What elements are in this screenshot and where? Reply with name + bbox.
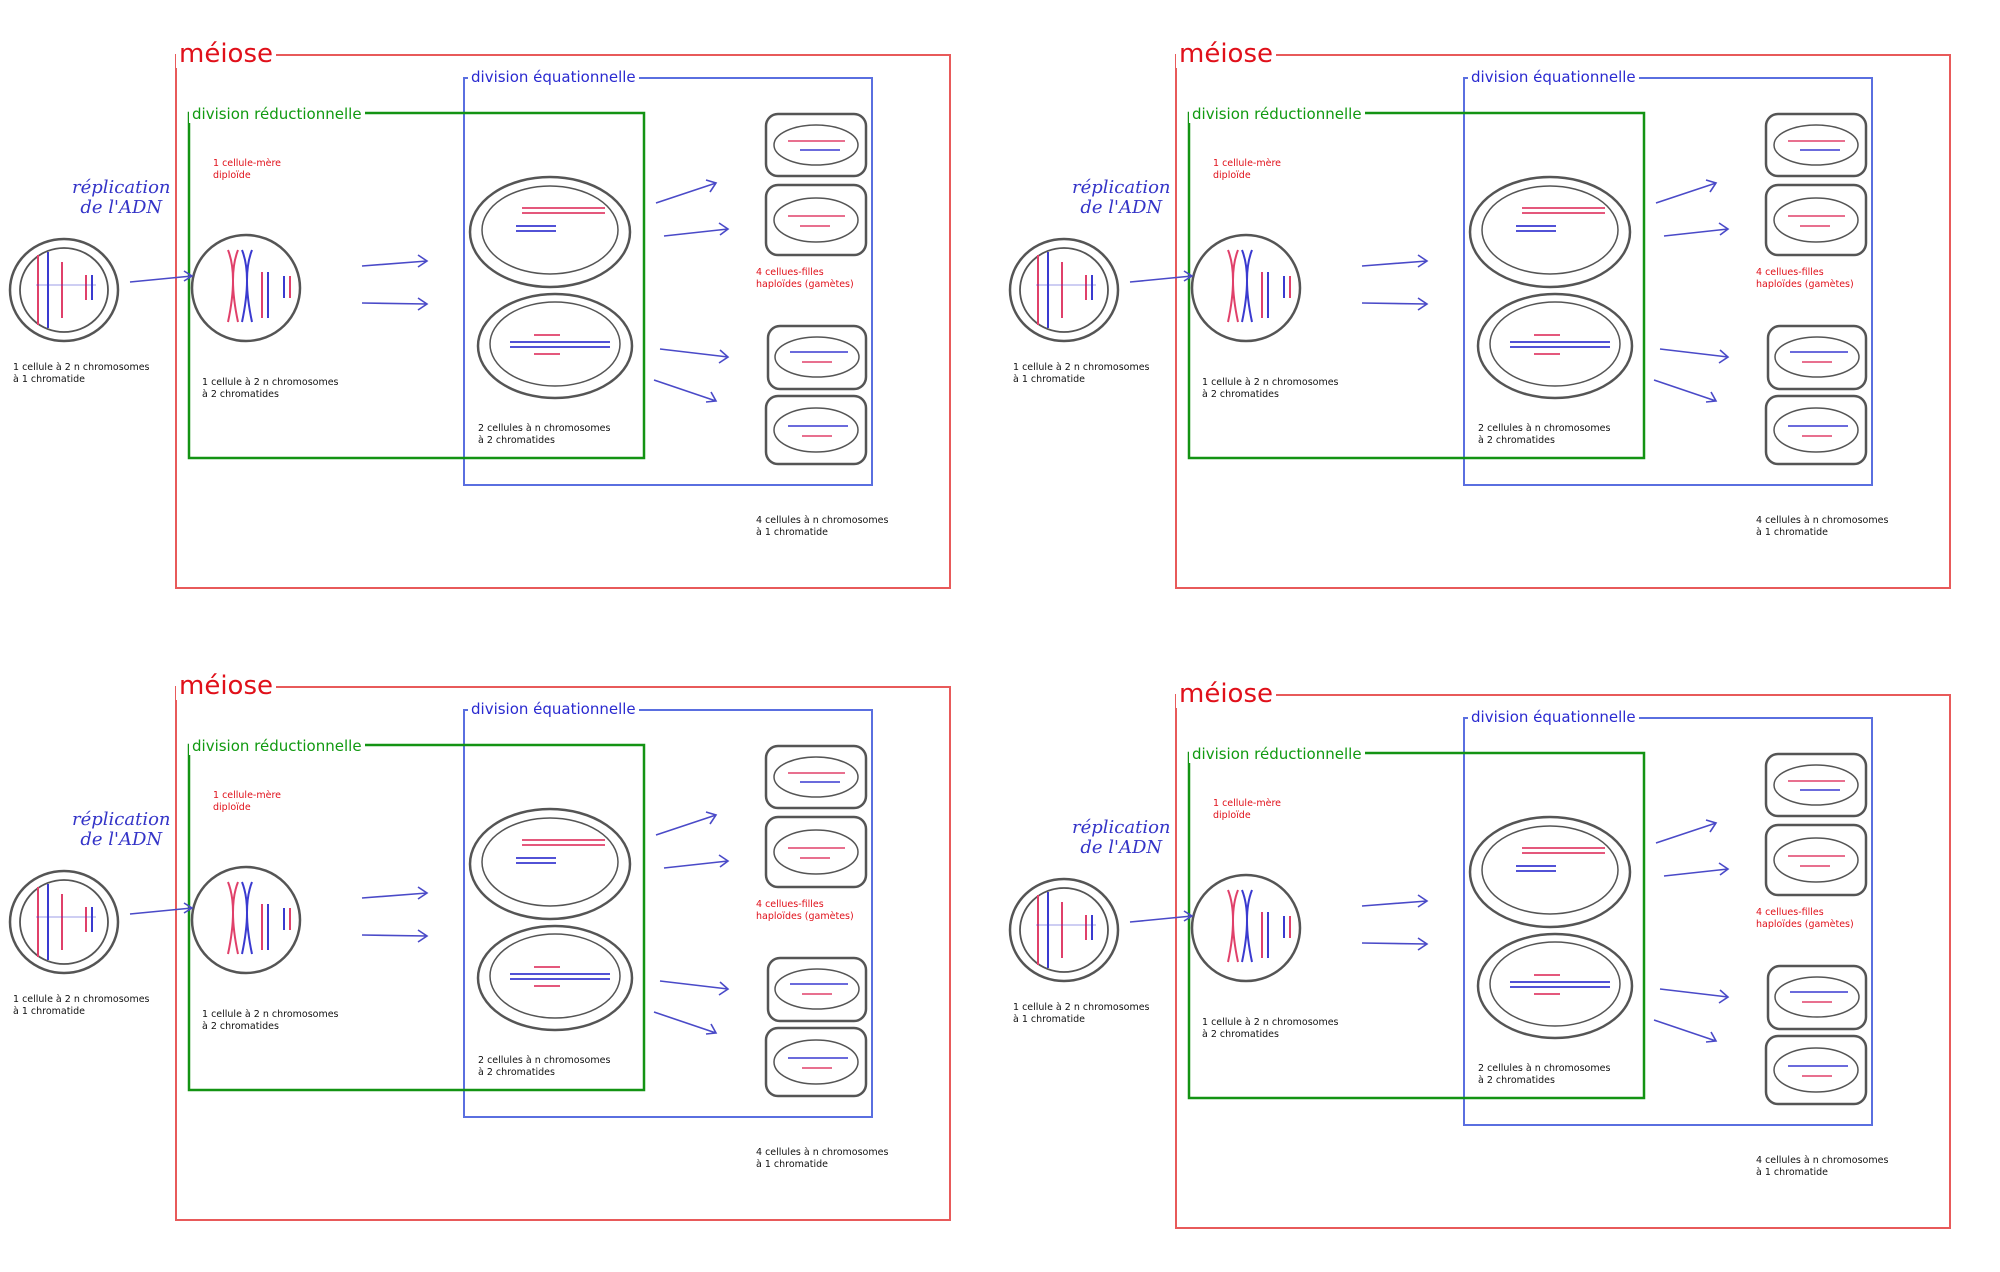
gamete-cell — [764, 394, 868, 466]
intermediate-cell-top — [468, 807, 632, 921]
reductional-division-label: division réductionnelle — [189, 738, 365, 755]
reductional-division-label: division réductionnelle — [189, 106, 365, 123]
dna-replication-label: réplication de l'ADN — [1072, 817, 1171, 858]
intermediate-cell-bottom — [1476, 292, 1634, 400]
meiosis-frame — [1175, 694, 1951, 1229]
meiosis-title: méiose — [1176, 680, 1276, 708]
meiosis-title: méiose — [1176, 40, 1276, 68]
gamete-cell — [766, 956, 868, 1023]
replicated-cell — [1190, 873, 1302, 983]
meiosis-diagram-panel-4: méiose division équationnelle division r… — [1000, 640, 2000, 1272]
replicated-cell — [190, 233, 302, 343]
final-cells-caption: 4 cellules à n chromosomes à 1 chromatid… — [1756, 1155, 1889, 1178]
equational-division-label: division équationnelle — [1468, 69, 1639, 86]
replicated-cell — [1190, 233, 1302, 343]
intermediate-cell-top — [1468, 815, 1632, 929]
gamete-cell — [766, 324, 868, 391]
arrows — [1129, 179, 1730, 403]
equational-division-label: division équationnelle — [1468, 709, 1639, 726]
intermediate-cells-caption: 2 cellules à n chromosomes à 2 chromatid… — [478, 423, 611, 446]
meiosis-diagram-panel-2: méiose division équationnelle division r… — [1000, 0, 2000, 632]
final-cells-caption: 4 cellules à n chromosomes à 1 chromatid… — [756, 1147, 889, 1170]
initial-cell — [8, 237, 120, 343]
meiosis-diagram-panel-3: méiose division équationnelle division r… — [0, 632, 1000, 1264]
intermediate-cell-bottom — [476, 292, 634, 400]
daughter-cells-label: 4 cellues-filles haploïdes (gamètes) — [1756, 267, 1854, 290]
reductional-division-label: division réductionnelle — [1189, 746, 1365, 763]
initial-cell-caption: 1 cellule à 2 n chromosomes à 1 chromati… — [13, 994, 150, 1017]
intermediate-cell-bottom — [476, 924, 634, 1032]
intermediate-cell-top — [468, 175, 632, 289]
initial-cell-caption: 1 cellule à 2 n chromosomes à 1 chromati… — [1013, 1002, 1150, 1025]
mother-cell-label: 1 cellule-mère diploïde — [213, 790, 281, 813]
diagram-graphics — [8, 686, 951, 1221]
final-cells-caption: 4 cellules à n chromosomes à 1 chromatid… — [1756, 515, 1889, 538]
gamete-cell — [1766, 324, 1868, 391]
dna-replication-label: réplication de l'ADN — [72, 177, 171, 218]
arrows — [129, 179, 730, 403]
arrows — [1129, 819, 1730, 1043]
meiosis-diagram-panel-1: méiose division équationnelle division r… — [0, 0, 1000, 632]
meiosis-frame — [175, 54, 951, 589]
equational-division-frame — [1463, 717, 1873, 1126]
gamete-cell — [1764, 752, 1868, 818]
initial-cell-caption: 1 cellule à 2 n chromosomes à 1 chromati… — [1013, 362, 1150, 385]
daughter-cells-label: 4 cellues-filles haploïdes (gamètes) — [1756, 907, 1854, 930]
dna-replication-label: réplication de l'ADN — [72, 809, 171, 850]
gamete-cell — [1764, 112, 1868, 178]
daughter-cells-label: 4 cellues-filles haploïdes (gamètes) — [756, 267, 854, 290]
gamete-cell — [764, 112, 868, 178]
intermediate-cells-caption: 2 cellules à n chromosomes à 2 chromatid… — [478, 1055, 611, 1078]
intermediate-cell-top — [1468, 175, 1632, 289]
intermediate-cells-caption: 2 cellules à n chromosomes à 2 chromatid… — [1478, 1063, 1611, 1086]
equational-division-frame — [1463, 77, 1873, 486]
replicated-cell-caption: 1 cellule à 2 n chromosomes à 2 chromati… — [1202, 377, 1339, 400]
diagram-graphics — [8, 54, 951, 589]
daughter-cells-label: 4 cellues-filles haploïdes (gamètes) — [756, 899, 854, 922]
arrows — [129, 811, 730, 1035]
replicated-cell-caption: 1 cellule à 2 n chromosomes à 2 chromati… — [1202, 1017, 1339, 1040]
intermediate-cell-bottom — [1476, 932, 1634, 1040]
initial-cell — [1008, 237, 1120, 343]
mother-cell-label: 1 cellule-mère diploïde — [1213, 798, 1281, 821]
meiosis-frame — [175, 686, 951, 1221]
replicated-cell-caption: 1 cellule à 2 n chromosomes à 2 chromati… — [202, 377, 339, 400]
reductional-division-frame — [187, 111, 646, 460]
gamete-cell — [1764, 183, 1868, 257]
equational-division-frame — [463, 709, 873, 1118]
initial-cell — [8, 869, 120, 975]
diagram-graphics — [1008, 54, 1951, 589]
reductional-division-frame — [187, 743, 646, 1092]
gamete-cell — [764, 183, 868, 257]
meiosis-title: méiose — [176, 40, 276, 68]
equational-division-frame — [463, 77, 873, 486]
replicated-cell — [190, 865, 302, 975]
gamete-cell — [764, 1026, 868, 1098]
equational-division-label: division équationnelle — [468, 701, 639, 718]
gamete-cell — [1766, 964, 1868, 1031]
intermediate-cells-caption: 2 cellules à n chromosomes à 2 chromatid… — [1478, 423, 1611, 446]
reductional-division-label: division réductionnelle — [1189, 106, 1365, 123]
mother-cell-label: 1 cellule-mère diploïde — [213, 158, 281, 181]
initial-cell — [1008, 877, 1120, 983]
gamete-cell — [1764, 394, 1868, 466]
gamete-cell — [764, 815, 868, 889]
initial-cell-caption: 1 cellule à 2 n chromosomes à 1 chromati… — [13, 362, 150, 385]
gamete-cell — [1764, 1034, 1868, 1106]
reductional-division-frame — [1187, 111, 1646, 460]
replicated-cell-caption: 1 cellule à 2 n chromosomes à 2 chromati… — [202, 1009, 339, 1032]
diagram-graphics — [1008, 694, 1951, 1229]
reductional-division-frame — [1187, 751, 1646, 1100]
meiosis-frame — [1175, 54, 1951, 589]
meiosis-title: méiose — [176, 672, 276, 700]
equational-division-label: division équationnelle — [468, 69, 639, 86]
final-cells-caption: 4 cellules à n chromosomes à 1 chromatid… — [756, 515, 889, 538]
mother-cell-label: 1 cellule-mère diploïde — [1213, 158, 1281, 181]
gamete-cell — [764, 744, 868, 810]
dna-replication-label: réplication de l'ADN — [1072, 177, 1171, 218]
gamete-cell — [1764, 823, 1868, 897]
